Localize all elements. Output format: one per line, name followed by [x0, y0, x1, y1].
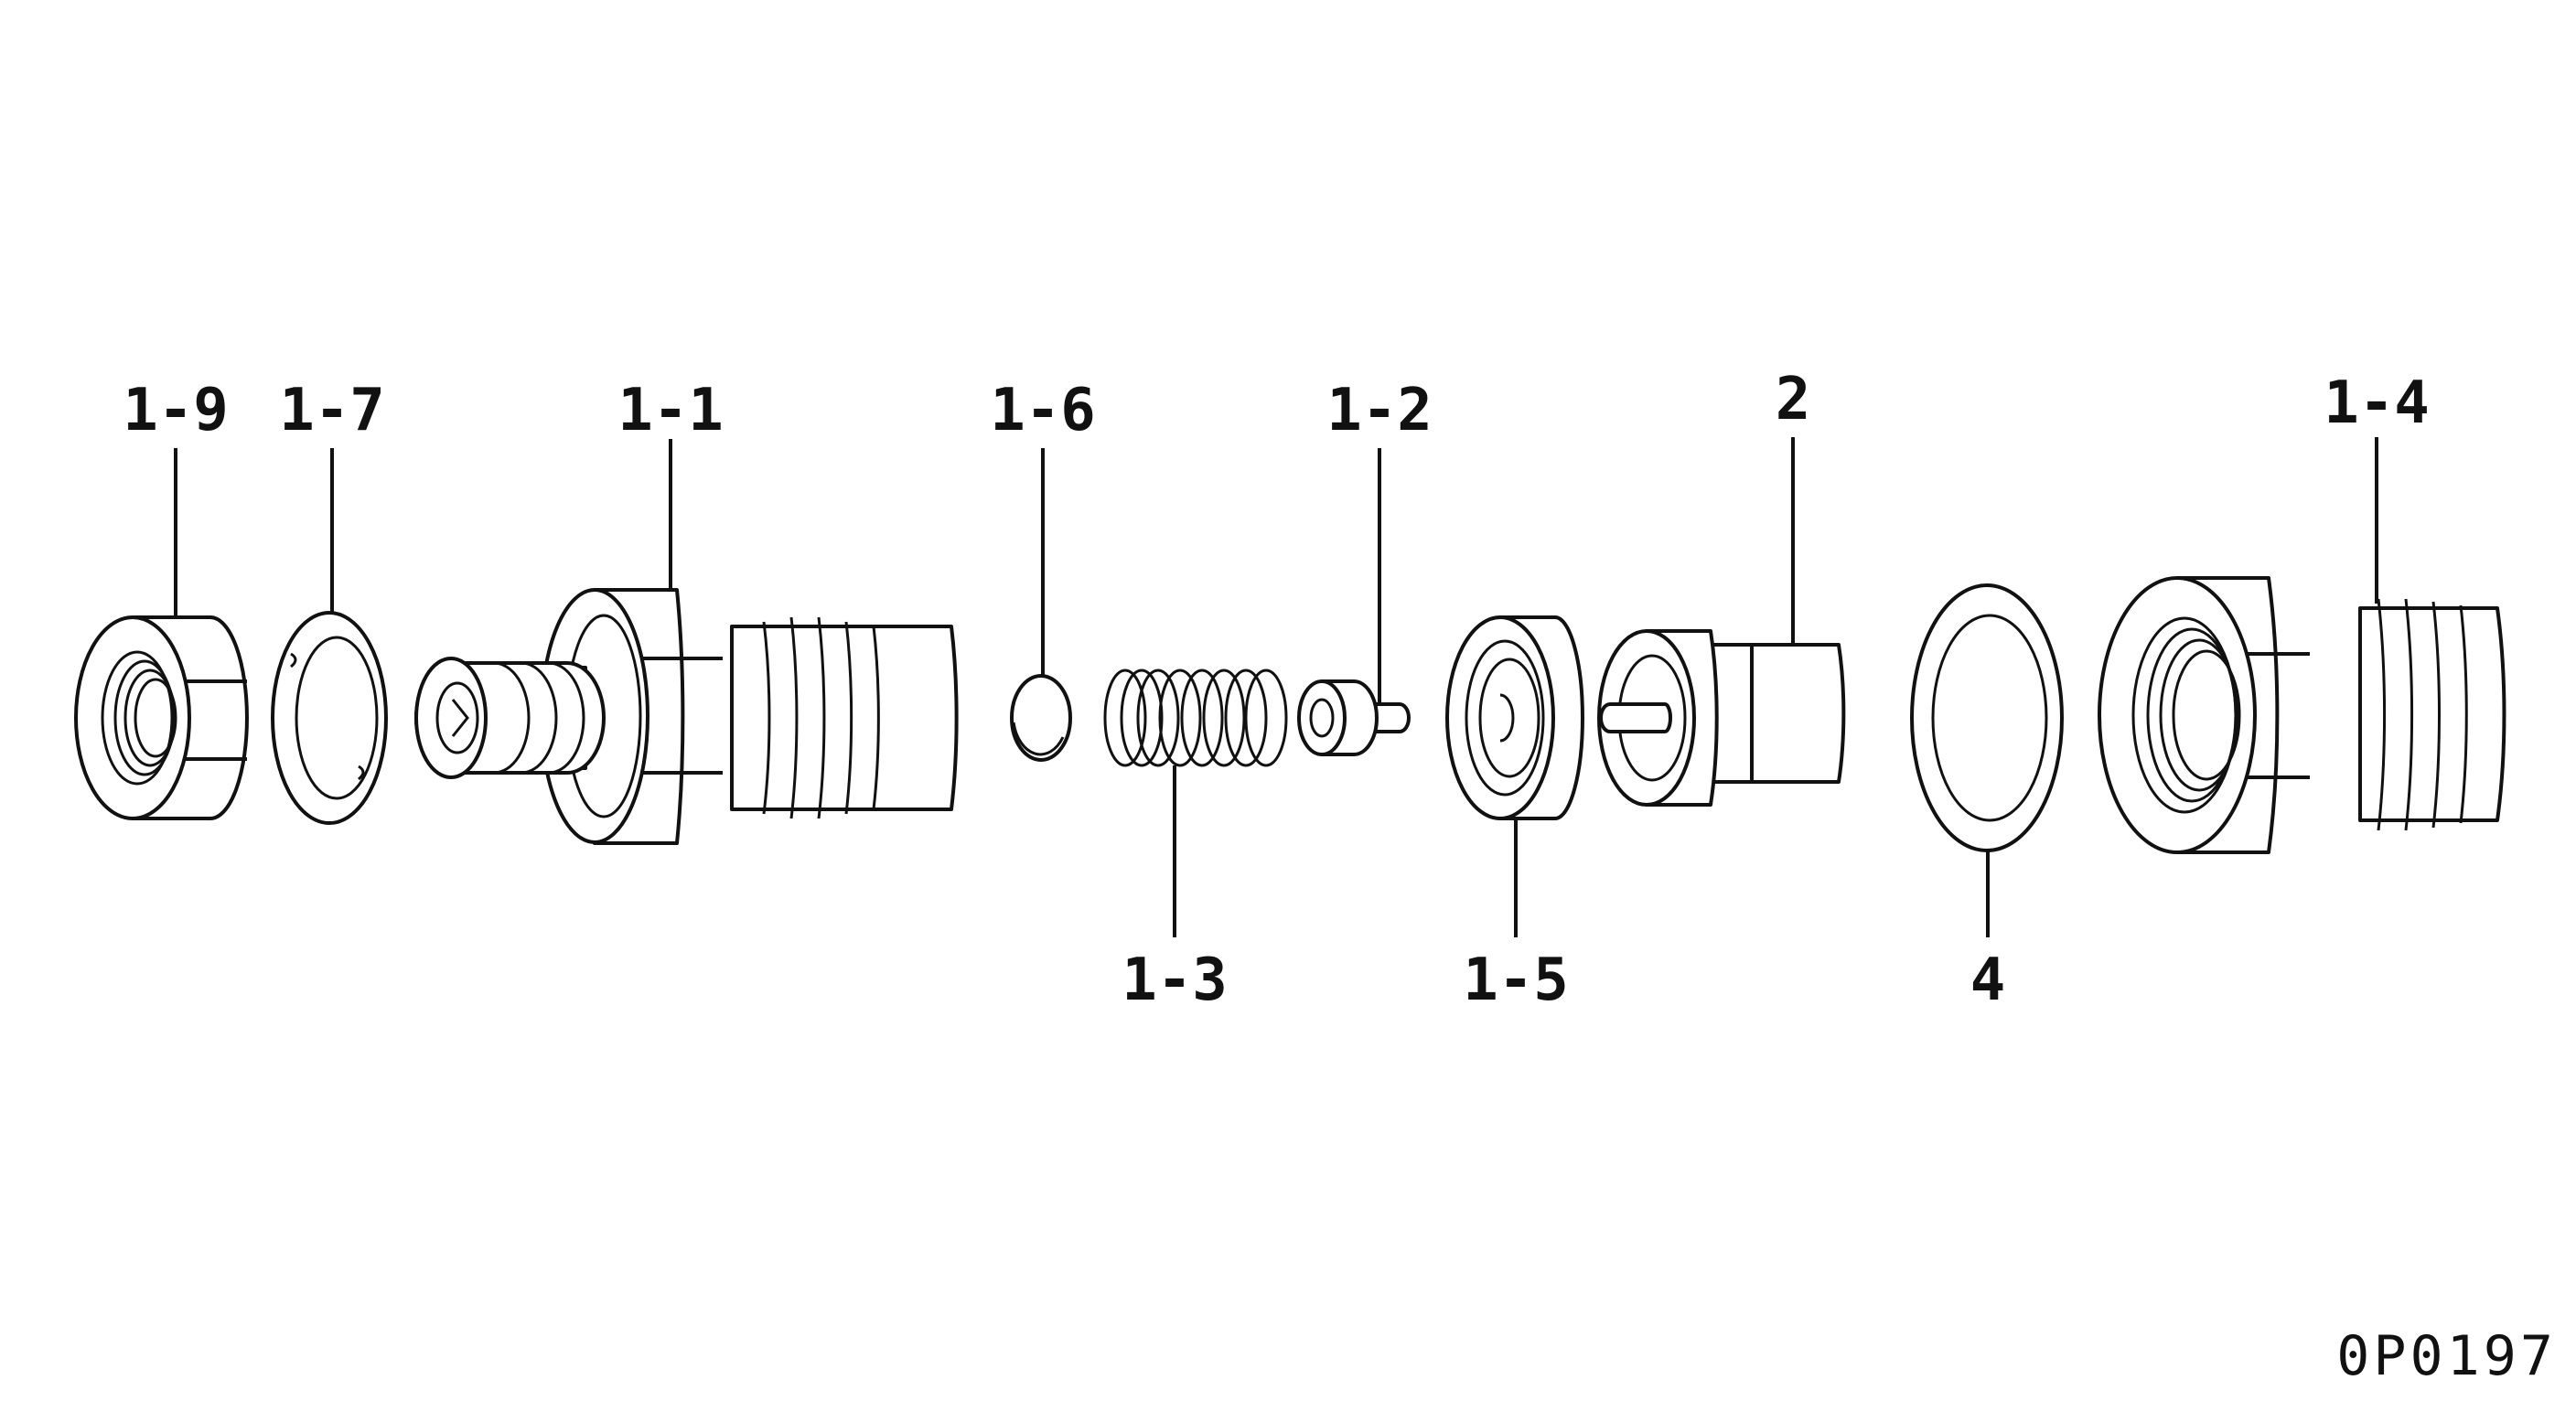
label-1-9: 1-9	[123, 377, 229, 444]
label-2: 2	[1776, 366, 1811, 433]
part-1-9-nut	[74, 615, 249, 820]
label-1-4: 1-4	[2324, 369, 2430, 437]
part-4-washer	[1910, 583, 2064, 852]
label-1-3: 1-3	[1122, 947, 1228, 1014]
label-1-7: 1-7	[279, 377, 385, 444]
part-1-2-valve	[1297, 679, 1411, 756]
part-1-4-nut	[2098, 576, 2506, 854]
part-2-nozzle	[1597, 629, 1846, 807]
label-1-1: 1-1	[617, 377, 724, 444]
part-1-6-disc	[1010, 674, 1072, 762]
part-1-1-body	[414, 588, 959, 845]
label-4: 4	[1970, 947, 2006, 1014]
label-1-2: 1-2	[1326, 377, 1433, 444]
label-1-5: 1-5	[1463, 947, 1569, 1014]
part-1-5-seat	[1445, 615, 1584, 820]
label-1-6: 1-6	[990, 377, 1096, 444]
part-1-7-washer	[271, 611, 388, 825]
part-1-3-spring	[1103, 669, 1288, 767]
drawing-code: 0P0197	[2336, 1324, 2557, 1388]
leader-lines	[174, 437, 2378, 937]
